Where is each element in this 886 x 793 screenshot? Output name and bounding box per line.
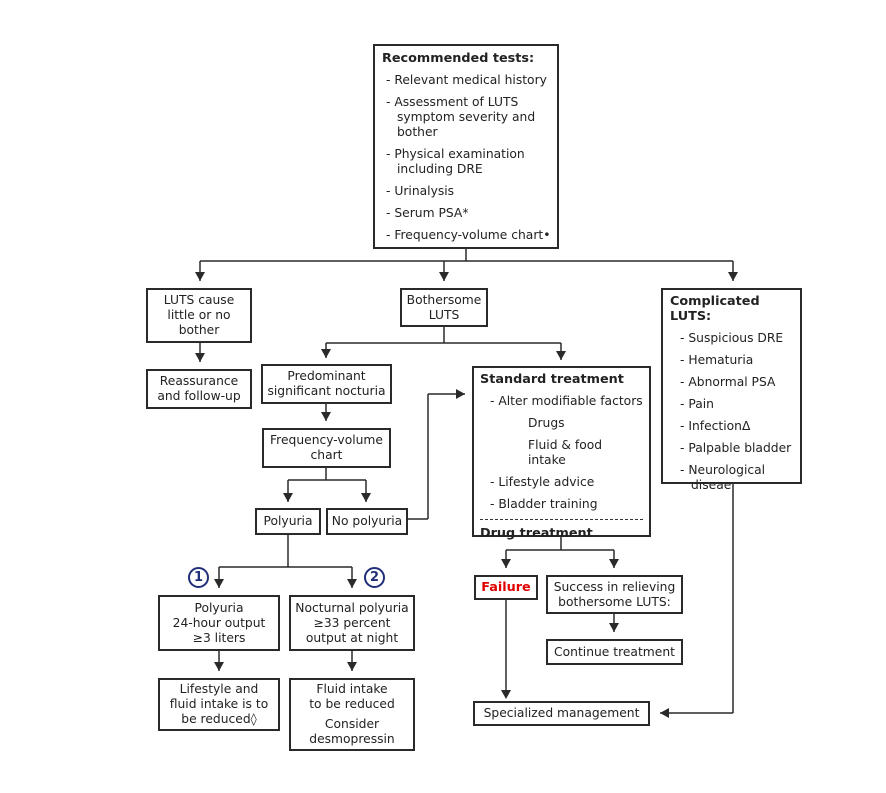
no-polyuria-text: No polyuria <box>331 514 403 528</box>
fluid-intake-line1: Fluid intake <box>316 682 388 696</box>
fluid-intake-line2: to be reduced <box>309 697 395 711</box>
no-polyuria-box: No polyuria <box>326 508 408 535</box>
test-item: - Urinalysis <box>386 184 455 198</box>
treatment-subitem: Fluid & food intake <box>528 438 603 467</box>
test-item: - Serum PSA* <box>386 206 469 220</box>
success-text: Success in relieving bothersome LUTS: <box>553 579 676 609</box>
bothersome-luts-box: Bothersome LUTS <box>400 288 488 327</box>
test-item: - Assessment of LUTS symptom severity an… <box>386 95 536 139</box>
specialized-management-text: Specialized management <box>483 706 640 720</box>
complicated-luts-title: Complicated LUTS: <box>670 294 760 324</box>
continue-treatment-box: Continue treatment <box>546 639 683 665</box>
standard-treatment-box: Standard treatment - Alter modifiable fa… <box>472 366 651 541</box>
step-2-number: 2 <box>369 570 380 585</box>
complication-item: - Abnormal PSA <box>680 375 776 389</box>
specialized-management-box: Specialized management <box>473 701 650 726</box>
luts-little-bother-box: LUTS cause little or no bother <box>146 288 252 343</box>
failure-text: Failure <box>481 580 531 595</box>
nocturnal-line2: ≥33 percent <box>313 615 391 630</box>
nocturia-text: Predominant significant nocturia <box>267 369 386 398</box>
polyuria-text: Polyuria <box>263 514 313 528</box>
lifestyle-fluid-text: Lifestyle and fluid intake is to be redu… <box>169 682 269 726</box>
luts-little-bother-text: LUTS cause little or no bother <box>163 293 235 337</box>
treatment-item: - Bladder training <box>490 497 598 511</box>
test-item: - Frequency-volume chart• <box>386 228 551 242</box>
drug-treatment-title: Drug treatment <box>480 526 593 541</box>
recommended-tests-title: Recommended tests: <box>382 51 535 66</box>
polyuria-24h-box: Polyuria 24-hour output ≥3 liters <box>158 595 280 651</box>
complication-item: - Neurological diseae <box>680 463 766 492</box>
test-item: - Physical examination including DRE <box>386 147 525 176</box>
complication-item: - Suspicious DRE <box>680 331 784 345</box>
bothersome-luts-text: Bothersome LUTS <box>406 292 482 322</box>
recommended-tests-box: Recommended tests: - Relevant medical hi… <box>373 44 559 249</box>
polyuria-24h-line1: Polyuria <box>194 600 244 615</box>
step-1-badge: 1 <box>188 567 209 588</box>
fluid-intake-line3: Consider desmopressin <box>309 717 395 746</box>
step-2-badge: 2 <box>364 567 385 588</box>
complication-item: - Hematuria <box>680 353 754 367</box>
test-item: - Relevant medical history <box>386 73 547 87</box>
arrowheads <box>195 272 738 718</box>
reassurance-box: Reassurance and follow-up <box>146 369 252 409</box>
frequency-volume-chart-text: Frequency-volume chart <box>270 433 383 462</box>
nocturnal-line3: output at night <box>305 630 399 645</box>
nocturnal-line1: Nocturnal polyuria <box>295 600 409 615</box>
treatment-item: - Alter modifiable factors <box>490 394 643 408</box>
continue-treatment-text: Continue treatment <box>554 644 675 659</box>
lifestyle-fluid-box: Lifestyle and fluid intake is to be redu… <box>158 678 280 731</box>
treatment-item: - Lifestyle advice <box>490 475 595 489</box>
nocturnal-polyuria-box: Nocturnal polyuria ≥33 percent output at… <box>289 595 415 651</box>
complication-item: - Palpable bladder <box>680 441 792 455</box>
fluid-intake-box: Fluid intake to be reduced Consider desm… <box>289 678 415 751</box>
polyuria-24h-line3: ≥3 liters <box>192 630 246 645</box>
polyuria-24h-line2: 24-hour output <box>172 615 266 630</box>
complication-item: - Pain <box>680 397 714 411</box>
dashed-divider <box>480 519 643 520</box>
success-box: Success in relieving bothersome LUTS: <box>546 575 683 614</box>
reassurance-text: Reassurance and follow-up <box>157 374 241 403</box>
treatment-subitem: Drugs <box>528 416 565 430</box>
step-1-number: 1 <box>193 570 204 585</box>
standard-treatment-title: Standard treatment <box>480 372 624 387</box>
frequency-volume-chart-box: Frequency-volume chart <box>262 428 391 468</box>
failure-box: Failure <box>474 575 538 600</box>
complicated-luts-box: Complicated LUTS: - Suspicious DRE - Hem… <box>661 288 802 492</box>
nocturia-box: Predominant significant nocturia <box>261 364 392 404</box>
polyuria-box: Polyuria <box>255 508 321 535</box>
complication-item: - InfectionΔ <box>680 419 751 433</box>
